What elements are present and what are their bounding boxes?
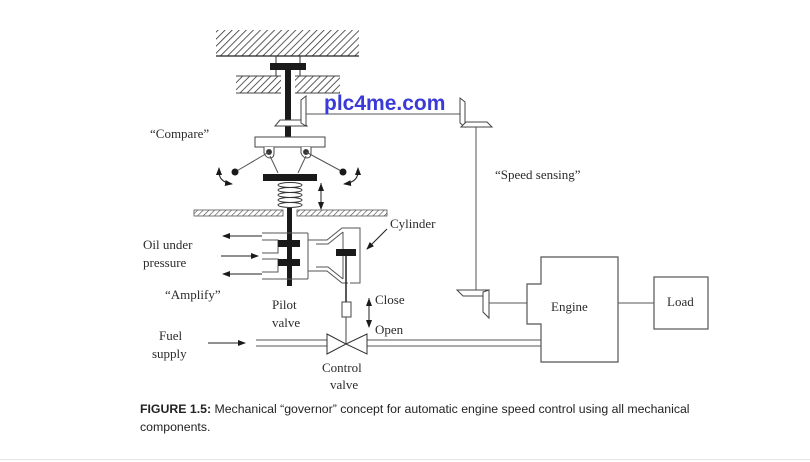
governor-shaft [285,63,291,140]
bevel-gear-top [273,94,309,127]
flyweight-plate [254,136,326,148]
bevel-gear-engine [455,289,490,320]
label-control: Control [322,360,362,375]
label-cylinder: Cylinder [390,216,436,231]
spring-icon [277,182,303,208]
engine-block [526,256,619,363]
label-supply: supply [152,346,187,361]
label-oil-under: Oil under [143,237,193,252]
label-compare: “Compare” [150,126,209,141]
ceiling-support [216,30,359,57]
bevel-gear-right-top [459,96,494,129]
label-pressure: pressure [143,255,187,270]
label-amplify: “Amplify” [165,287,221,302]
cylinder-label-arrow [366,228,388,250]
label-pilot-valve: valve [272,315,300,330]
figure-number: FIGURE 1.5: [140,402,212,416]
label-control-valve: valve [330,377,358,392]
spring-collar [263,174,317,181]
flyweight-arms [234,151,344,174]
label-engine: Engine [551,299,588,314]
label-speed-sensing: “Speed sensing” [495,167,581,182]
governor-diagram: plc4me.com “Compare” “Speed sensing” Cyl… [143,30,709,392]
pilot-spool-upper [278,240,300,247]
pilot-spool-lower [278,259,300,266]
figure-caption-text: Mechanical “governor” concept for automa… [140,402,690,434]
flyweight-motion-arrows [216,167,361,187]
label-pilot: Pilot [272,297,297,312]
control-valve-icon [326,333,368,355]
flyweight-ball-left [231,168,239,176]
cylinder-piston [336,249,356,256]
bottom-divider [0,459,810,460]
load-block [653,276,709,330]
lower-support-plate [193,209,388,217]
label-close: Close [375,292,405,307]
fuel-pipe [256,339,541,347]
label-fuel: Fuel [159,328,183,343]
label-open: Open [375,322,404,337]
watermark: plc4me.com [324,92,445,115]
flyweight-pivots [263,147,312,159]
valve-actuator [341,301,352,318]
flyweight-ball-right [339,168,347,176]
label-load: Load [667,294,694,309]
figure-caption: FIGURE 1.5: Mechanical “governor” concep… [140,400,700,436]
